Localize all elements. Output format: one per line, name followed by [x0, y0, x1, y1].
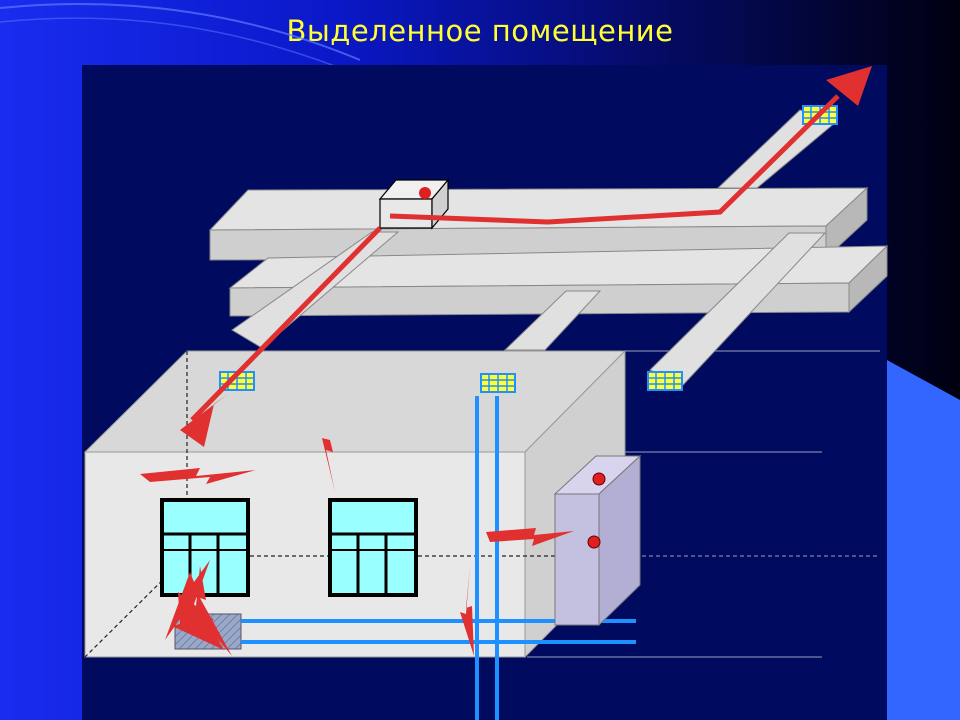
leak-path-duct	[180, 66, 872, 447]
slide-title: Выделенное помещение	[286, 14, 674, 48]
accent-block	[887, 360, 960, 720]
window-left	[160, 498, 250, 597]
electrical-cabinet-icon	[553, 454, 642, 627]
heating-pipes	[241, 396, 636, 720]
junction-box-icon	[378, 178, 450, 230]
leak-arrow-icon	[140, 400, 574, 656]
decorative-lines	[0, 3, 361, 69]
ventilation-duct-lower	[228, 244, 889, 317]
branch-duct-middle	[503, 290, 602, 351]
window-right	[328, 498, 418, 597]
perspective-lines	[525, 350, 880, 658]
branch-duct-left	[231, 231, 400, 349]
room-front-wall	[84, 451, 526, 658]
